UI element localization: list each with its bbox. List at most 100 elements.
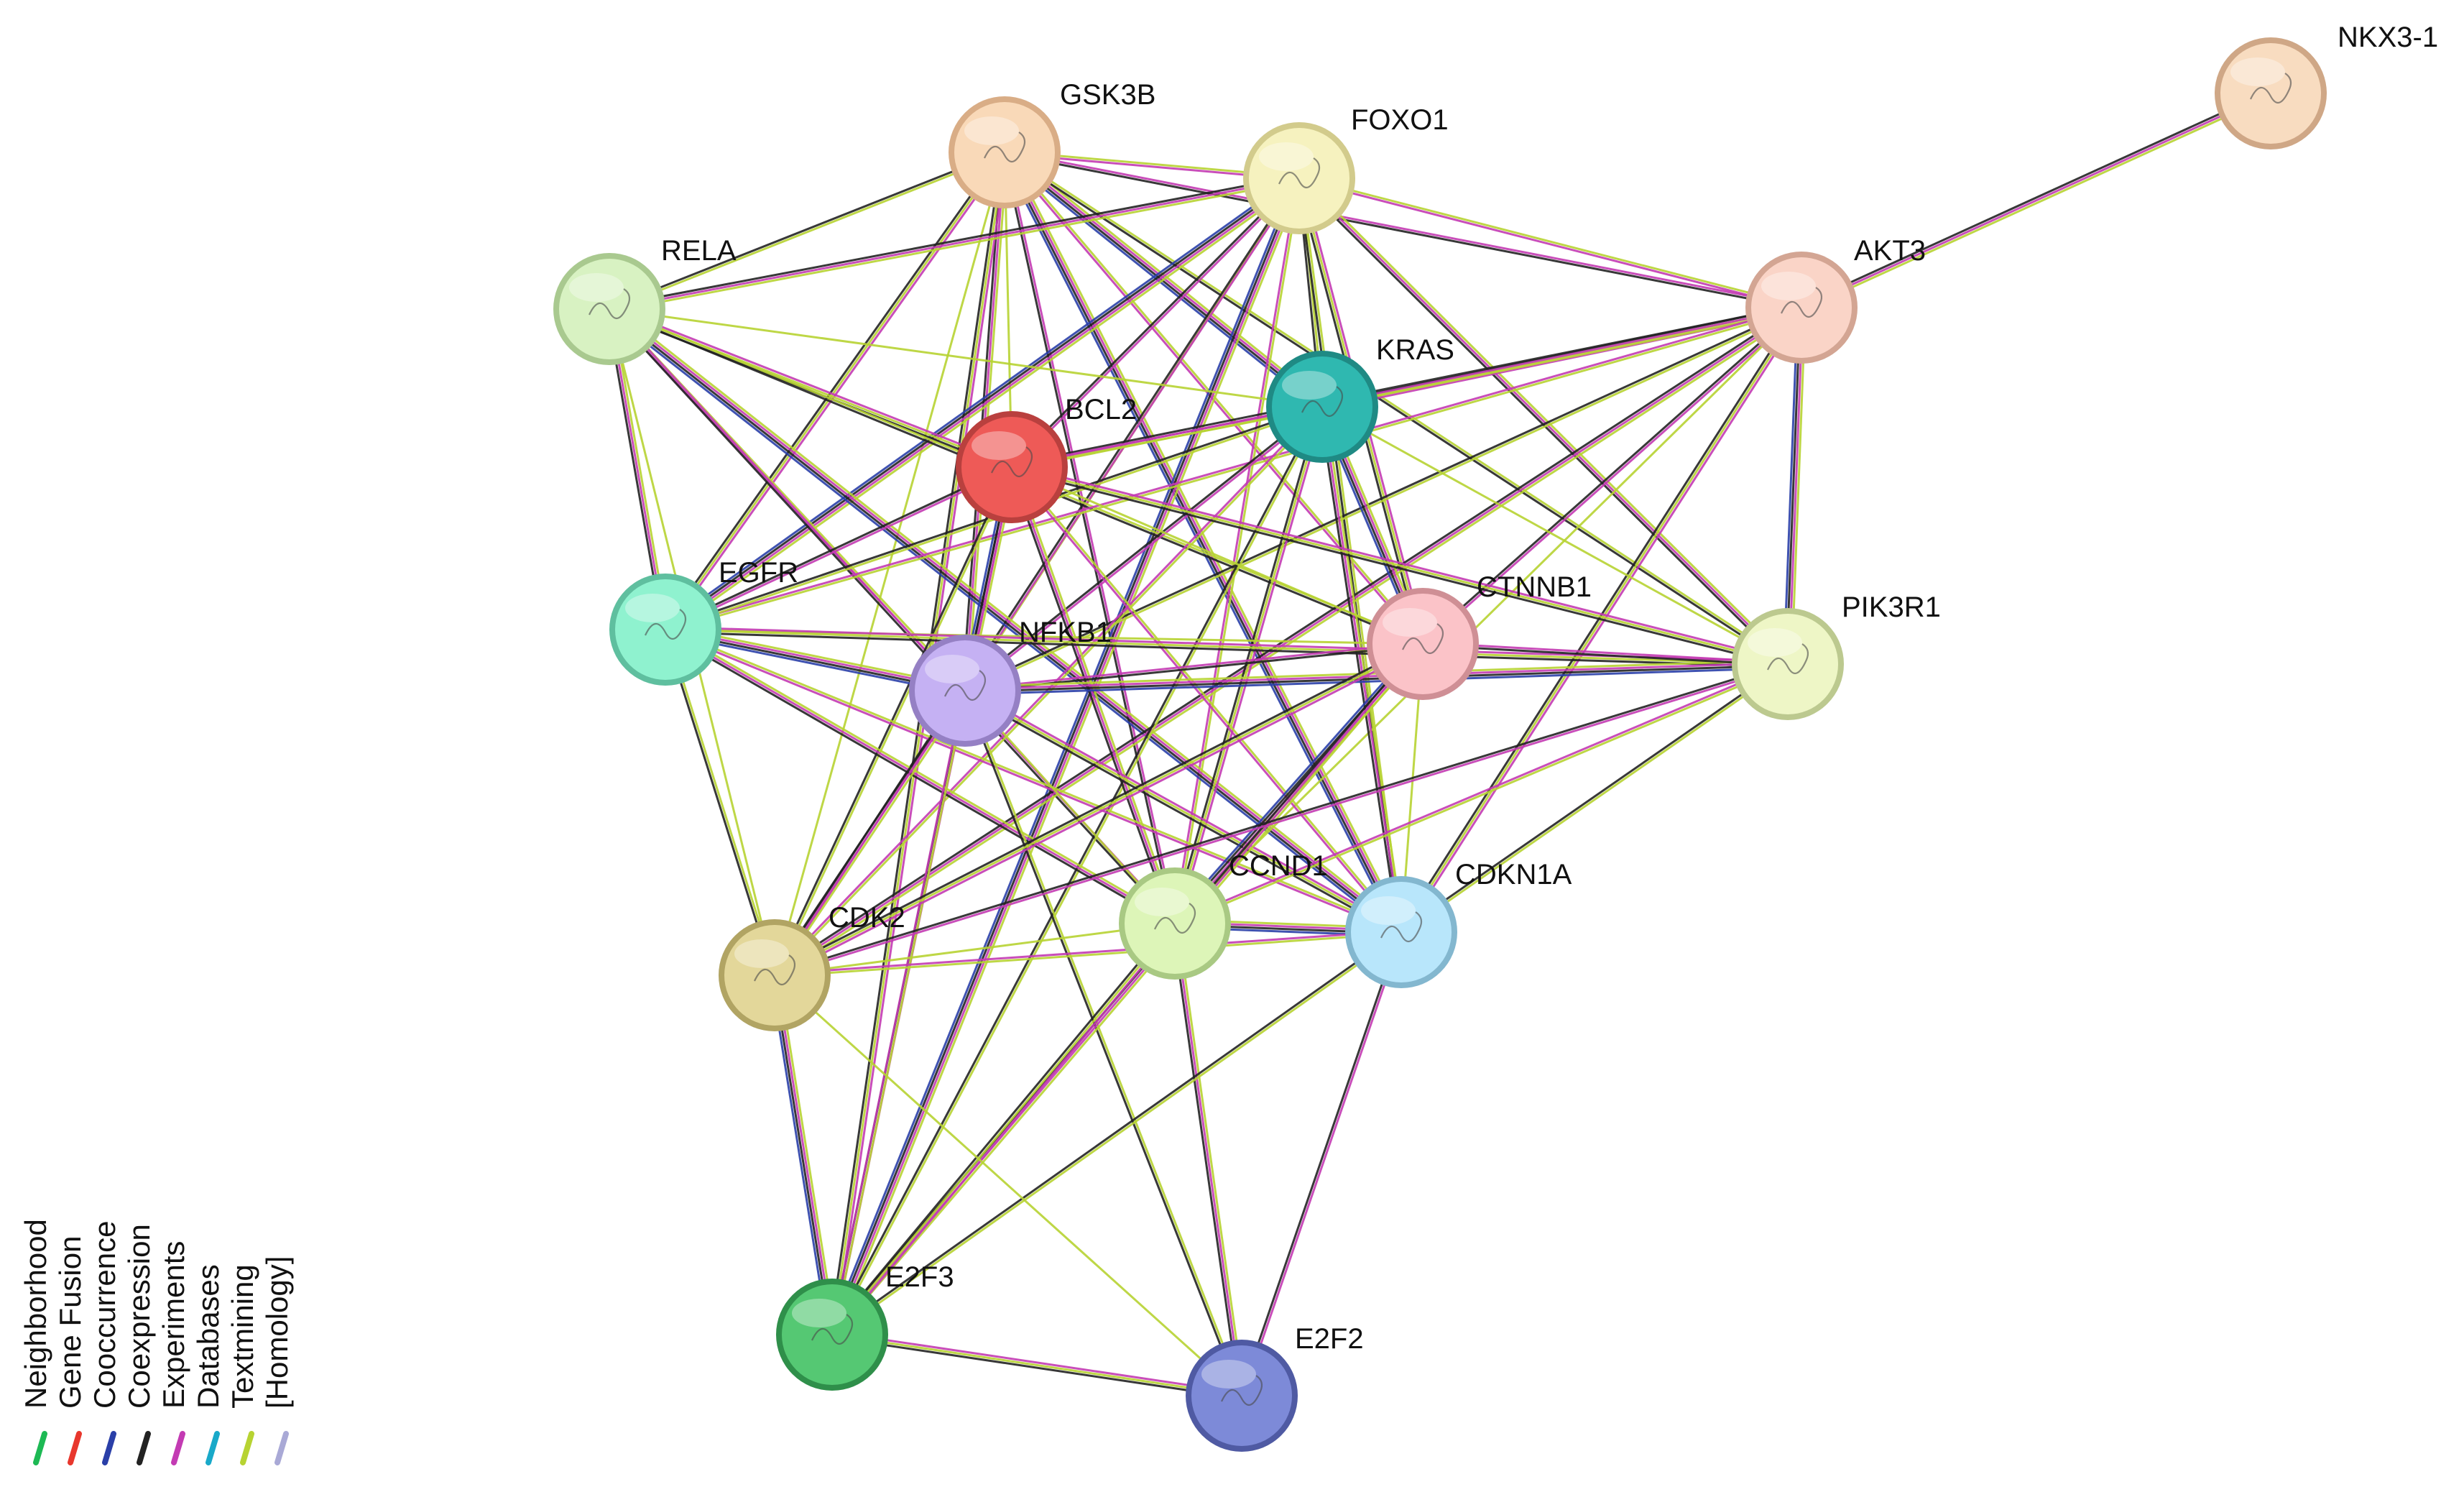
legend-label: Neighborhood [19,1219,52,1409]
edge-evidence-line [965,666,1789,696]
edge-evidence-line [829,921,1174,1334]
edge-evidence-line [609,308,1323,408]
protein-structure-icon [754,954,796,985]
edge-evidence-line [609,180,1300,313]
node-rela[interactable] [553,253,665,365]
edge-PIK3R1-CCND1 [1173,661,1789,926]
node-body [954,102,1055,203]
legend-label: Experiments [157,1241,190,1409]
edge-GSK3B-E2F3 [828,152,1009,1335]
node-pik3r1[interactable] [1732,608,1844,720]
edge-evidence-line [1011,466,1789,666]
legend-label: [Homology] [260,1256,294,1409]
legend-swatch [137,1431,151,1465]
edge-evidence-line [1790,308,1807,665]
edge-evidence-line [665,629,778,975]
node-body [615,579,716,680]
node-nkx3-1[interactable] [2215,37,2327,149]
node-cdkn1a[interactable] [1345,876,1457,988]
edge-evidence-line [775,664,1789,978]
edge-evidence-line [1012,178,1301,469]
edge-evidence-line [1298,178,1801,310]
node-foxo1[interactable] [1243,122,1355,234]
node-highlight [569,273,624,302]
edge-evidence-line [832,178,1302,1336]
edge-evidence-line [1175,664,1789,926]
edge-BCL2-CCND1 [1008,466,1178,925]
node-cdk2[interactable] [719,919,831,1031]
legend-item: Databases [191,1264,225,1465]
edge-evidence-line [1010,176,1299,467]
node-highlight [1201,1360,1256,1389]
edge-GSK3B-AKT3 [1004,149,1802,310]
edge-evidence-line [775,691,969,977]
edge-NFKB1-CDK2 [771,689,969,977]
edge-evidence-line [665,305,1801,630]
edge-CDKN1A-E2F3 [831,930,1403,1337]
edge-evidence-line [1175,178,1302,924]
node-body [724,925,825,1026]
protein-structure-icon [1380,911,1423,942]
node-ctnnb1[interactable] [1367,588,1479,700]
edge-evidence-line [1783,307,1799,664]
node-body [1372,594,1473,694]
edge-KRAS-PIK3R1 [1321,405,1789,666]
edge-evidence-line [834,152,1009,1335]
edge-evidence-line [965,308,1803,694]
node-akt3[interactable] [1745,252,1858,364]
edge-evidence-line [609,305,1013,466]
edge-evidence-line [1400,662,1788,932]
node-highlight [1361,896,1416,925]
node-nfkb1[interactable] [909,635,1021,747]
node-highlight [625,594,680,622]
edge-evidence-line [1176,407,1326,925]
edge-evidence-line [827,176,1297,1334]
node-body [1751,257,1852,358]
node-highlight [1383,608,1437,637]
protein-structure-icon [1278,157,1321,188]
edge-evidence-line [1171,405,1321,924]
edge-evidence-line [965,664,1789,694]
edge-evidence-line [831,930,1401,1335]
edge-evidence-line [964,661,1788,691]
legend-item: Neighborhood [19,1219,52,1465]
edge-evidence-line [1010,469,1788,668]
edge-evidence-line [608,149,1005,309]
edge-FOXO1-E2F3 [827,176,1304,1337]
edge-evidence-line [773,690,966,976]
legend-item: Coexpression [122,1224,156,1465]
edge-evidence-line [777,974,837,1335]
legend-swatch [171,1431,185,1465]
edge-evidence-line [1005,150,1789,664]
edge-evidence-line [775,308,1804,979]
node-e2f3[interactable] [776,1279,888,1391]
edge-FOXO1-PIK3R1 [1296,175,1791,667]
node-kras[interactable] [1266,351,1378,463]
edge-CTNNB1-CDK2 [772,640,1425,979]
node-body [1351,882,1452,982]
edge-evidence-line [829,177,1299,1335]
node-e2f2[interactable] [1186,1340,1298,1452]
edge-BCL2-EGFR [664,465,1013,632]
edge-layer [605,90,2273,1400]
node-bcl2[interactable] [956,411,1068,523]
node-label: GSK3B [1060,79,1155,111]
edge-evidence-line [665,467,1013,632]
node-body [915,640,1015,741]
node-highlight [792,1299,846,1327]
node-ccnd1[interactable] [1119,867,1231,980]
edge-evidence-line [1321,405,1789,666]
edge-FOXO1-BCL2 [1010,176,1301,469]
node-highlight [964,116,1019,145]
edge-EGFR-CDKN1A [664,627,1403,935]
edge-evidence-line [1006,148,1326,405]
node-egfr[interactable] [609,574,721,686]
node-gsk3b[interactable] [949,96,1061,208]
legend-swatch [68,1431,82,1465]
edge-evidence-line [1003,152,1788,666]
edge-evidence-line [775,645,1425,979]
edge-CTNNB1-PIK3R1 [1422,641,1789,667]
node-label: E2F2 [1295,1323,1364,1355]
